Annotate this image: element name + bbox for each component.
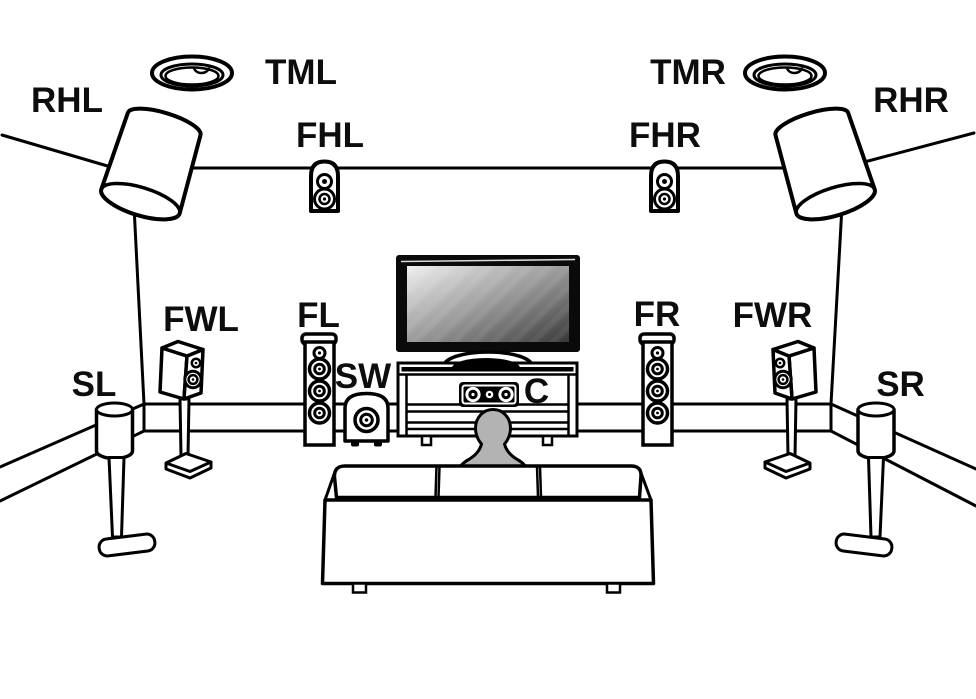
fl-front-speaker-icon [300, 332, 338, 447]
sofa-foot-right [605, 582, 622, 594]
wall-corner-left [132, 204, 146, 406]
label-sr: SR [876, 365, 925, 404]
label-tml: TML [265, 53, 337, 92]
label-fhr: FHR [629, 116, 701, 155]
cabinet-foot-left [420, 434, 433, 447]
label-sw: SW [335, 357, 391, 396]
sofa-body [320, 498, 656, 586]
ceiling-line-left [0, 133, 130, 174]
label-sl: SL [72, 365, 117, 404]
rhl-height-speaker-icon [99, 106, 203, 222]
wall-corner-right [829, 204, 844, 406]
label-rhl: RHL [31, 81, 103, 120]
fwl-front-wide-speaker-icon [158, 339, 213, 480]
fhl-front-height-speaker-icon [309, 159, 340, 213]
label-fr: FR [634, 295, 681, 334]
cabinet-foot-right [541, 434, 554, 447]
label-c: C [524, 372, 549, 411]
sr-surround-speaker-icon [834, 401, 896, 558]
tmr-ceiling-speaker-icon [743, 54, 827, 92]
sl-surround-speaker-icon [94, 401, 157, 558]
label-fhl: FHL [296, 116, 364, 155]
label-fwl: FWL [163, 300, 239, 339]
label-fl: FL [297, 296, 340, 335]
fwr-front-wide-speaker-icon [763, 339, 818, 480]
tml-ceiling-speaker-icon [150, 54, 234, 92]
label-fwr: FWR [733, 296, 813, 335]
rhr-height-speaker-icon [773, 106, 877, 222]
sofa-foot-left [351, 582, 368, 594]
fhr-front-height-speaker-icon [649, 159, 680, 213]
label-tmr: TMR [650, 53, 726, 92]
tv-icon [396, 255, 580, 367]
fr-front-speaker-icon [638, 332, 676, 447]
sofa-back-cushions [332, 464, 643, 500]
tv-stand-base [452, 358, 520, 368]
label-rhr: RHR [873, 81, 949, 120]
sofa-icon [320, 464, 656, 594]
sw-subwoofer-icon [343, 391, 390, 447]
c-center-speaker-icon [459, 382, 519, 407]
